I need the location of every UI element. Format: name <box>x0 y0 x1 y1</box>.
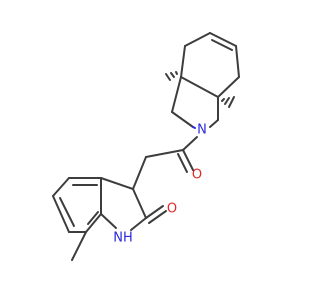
bond-ring6-c-double <box>211 39 233 51</box>
bond-n-carbonyl <box>182 136 198 151</box>
atom-n-pyrrolidine: N <box>197 123 207 138</box>
bond-ring6-a <box>180 45 186 78</box>
atom-o-amide: O <box>192 168 202 183</box>
stereo-hash-left-icon <box>165 71 178 81</box>
bond-benzene-f-inner <box>87 211 99 225</box>
stereo-hash-right-icon <box>221 96 235 108</box>
bond-carbonyl-ch2 <box>145 149 184 158</box>
bond-ring6-d <box>235 45 240 78</box>
bond-c3-c3a <box>100 177 134 190</box>
bond-c3-c2 <box>132 188 147 219</box>
bond-ring5-b <box>171 111 194 128</box>
bond-ring6-b <box>184 32 211 47</box>
bond-ring5-n-left <box>192 126 196 129</box>
atom-nh-lactam: NH <box>113 231 133 246</box>
bond-benzene-d <box>52 195 70 233</box>
bond-ring6-c <box>209 32 237 47</box>
bond-ch2-c3 <box>132 156 147 190</box>
bond-c2-o <box>145 205 164 219</box>
bond-ring5-d <box>209 119 219 128</box>
bond-benzene-f <box>85 213 102 233</box>
bond-c2-n1 <box>130 217 147 231</box>
bond-carbonyl-o-double <box>177 153 188 173</box>
bond-ring6-e <box>217 76 240 98</box>
bond-carbonyl-o <box>182 149 194 171</box>
bond-ring-fusion <box>180 76 219 98</box>
bond-methyl <box>71 231 87 261</box>
bond-c2-o-double <box>148 210 167 224</box>
bond-n1-c7a <box>100 213 117 229</box>
atom-o-lactam: O <box>167 202 177 217</box>
bond-ring5-a <box>171 76 182 113</box>
bond-benzene-d-inner <box>59 197 75 227</box>
molecule-structure: N O O NH <box>52 32 240 261</box>
bond-benzene-c <box>52 177 70 197</box>
